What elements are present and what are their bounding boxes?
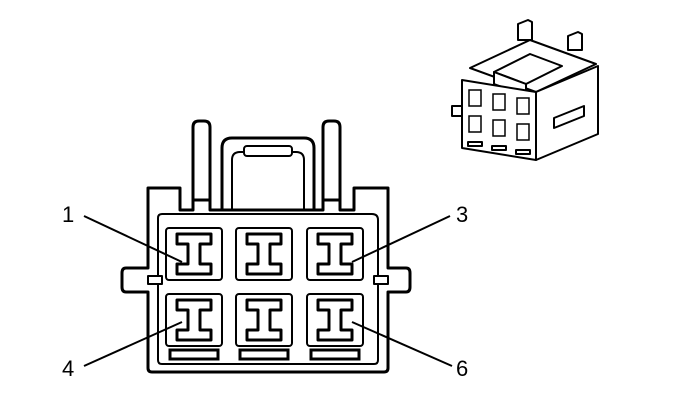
connector-isometric-view bbox=[451, 19, 599, 161]
connector-face-view bbox=[120, 119, 412, 374]
leader-line-1 bbox=[83, 215, 183, 263]
iso-terminal-cavities bbox=[468, 89, 530, 141]
iso-side-rail bbox=[553, 105, 585, 129]
leader-line-4 bbox=[83, 321, 183, 367]
latch-inner bbox=[231, 151, 305, 211]
iso-cavity-3 bbox=[516, 97, 530, 115]
right-tab-post bbox=[321, 119, 342, 212]
iso-top-rib-left bbox=[517, 19, 533, 41]
bottom-slot-3 bbox=[309, 348, 361, 361]
pin-label-4: 4 bbox=[62, 356, 74, 381]
terminal-cavity-2 bbox=[245, 232, 283, 276]
iso-left-ear bbox=[451, 105, 463, 117]
iso-cavity-5 bbox=[492, 119, 506, 137]
terminal-cavity-1 bbox=[175, 232, 213, 276]
bottom-slot-1 bbox=[168, 348, 220, 361]
pin-label-3: 3 bbox=[456, 202, 468, 227]
left-rail-notch bbox=[147, 275, 163, 285]
iso-cavity-1 bbox=[468, 89, 482, 107]
iso-slot-1 bbox=[467, 141, 483, 147]
iso-slot-3 bbox=[515, 149, 531, 155]
leader-line-6 bbox=[351, 321, 453, 367]
leader-line-3 bbox=[351, 215, 451, 263]
terminal-cavity-3 bbox=[316, 232, 354, 276]
terminal-cavities bbox=[165, 227, 364, 347]
terminal-cavity-6 bbox=[316, 298, 354, 342]
bottom-slot-2 bbox=[238, 348, 290, 361]
iso-cavity-6 bbox=[516, 123, 530, 141]
left-tab-post bbox=[191, 119, 212, 212]
iso-cavity-4 bbox=[468, 115, 482, 133]
pin-callouts: 1 3 4 6 bbox=[62, 202, 468, 381]
terminal-cavity-4 bbox=[175, 298, 213, 342]
pin-label-1: 1 bbox=[62, 202, 74, 227]
iso-cavity-2 bbox=[492, 93, 506, 111]
iso-slot-2 bbox=[491, 145, 507, 151]
latch-bar bbox=[243, 145, 293, 157]
right-rail-notch bbox=[373, 275, 389, 285]
terminal-cavity-5 bbox=[245, 298, 283, 342]
pin-label-6: 6 bbox=[456, 356, 468, 381]
iso-top-rib-right bbox=[567, 31, 583, 51]
